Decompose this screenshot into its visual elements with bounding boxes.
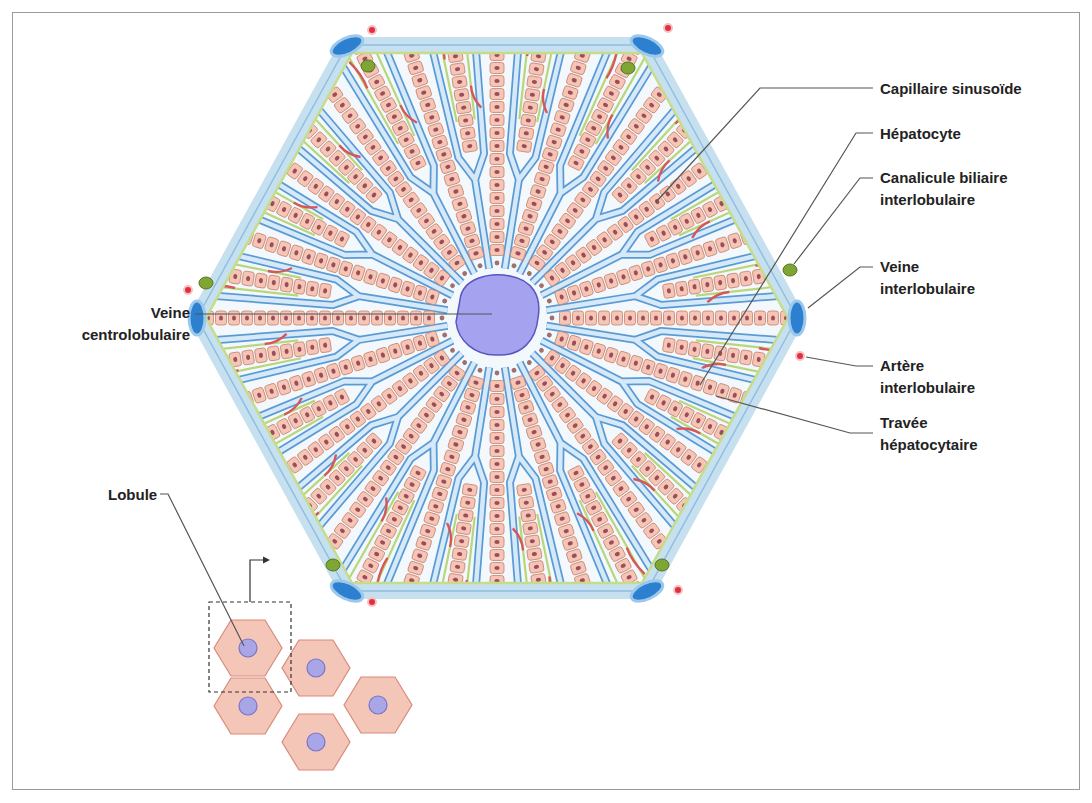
bile-border bbox=[206, 53, 788, 583]
leader-lines bbox=[160, 88, 873, 646]
portal-triads bbox=[184, 24, 805, 606]
zoom-arrow bbox=[250, 560, 264, 602]
part-label: Canalicule biliaire interlobulaire bbox=[880, 167, 1045, 211]
part-label: Veine interlobulaire bbox=[880, 256, 975, 300]
part-label: Artère interlobulaire bbox=[880, 355, 975, 399]
central-vein bbox=[456, 275, 539, 355]
lobule-tiling bbox=[214, 620, 412, 770]
hepatocyte-cords bbox=[181, 2, 813, 634]
part-label: Veine centrolobulaire bbox=[82, 302, 190, 346]
part-label: Hépatocyte bbox=[880, 123, 961, 145]
part-label: Travée hépatocytaire bbox=[880, 412, 978, 456]
zoom-box bbox=[209, 602, 291, 692]
part-label: Capillaire sinusoïde bbox=[880, 78, 1022, 100]
part-label: Lobule bbox=[108, 484, 157, 506]
